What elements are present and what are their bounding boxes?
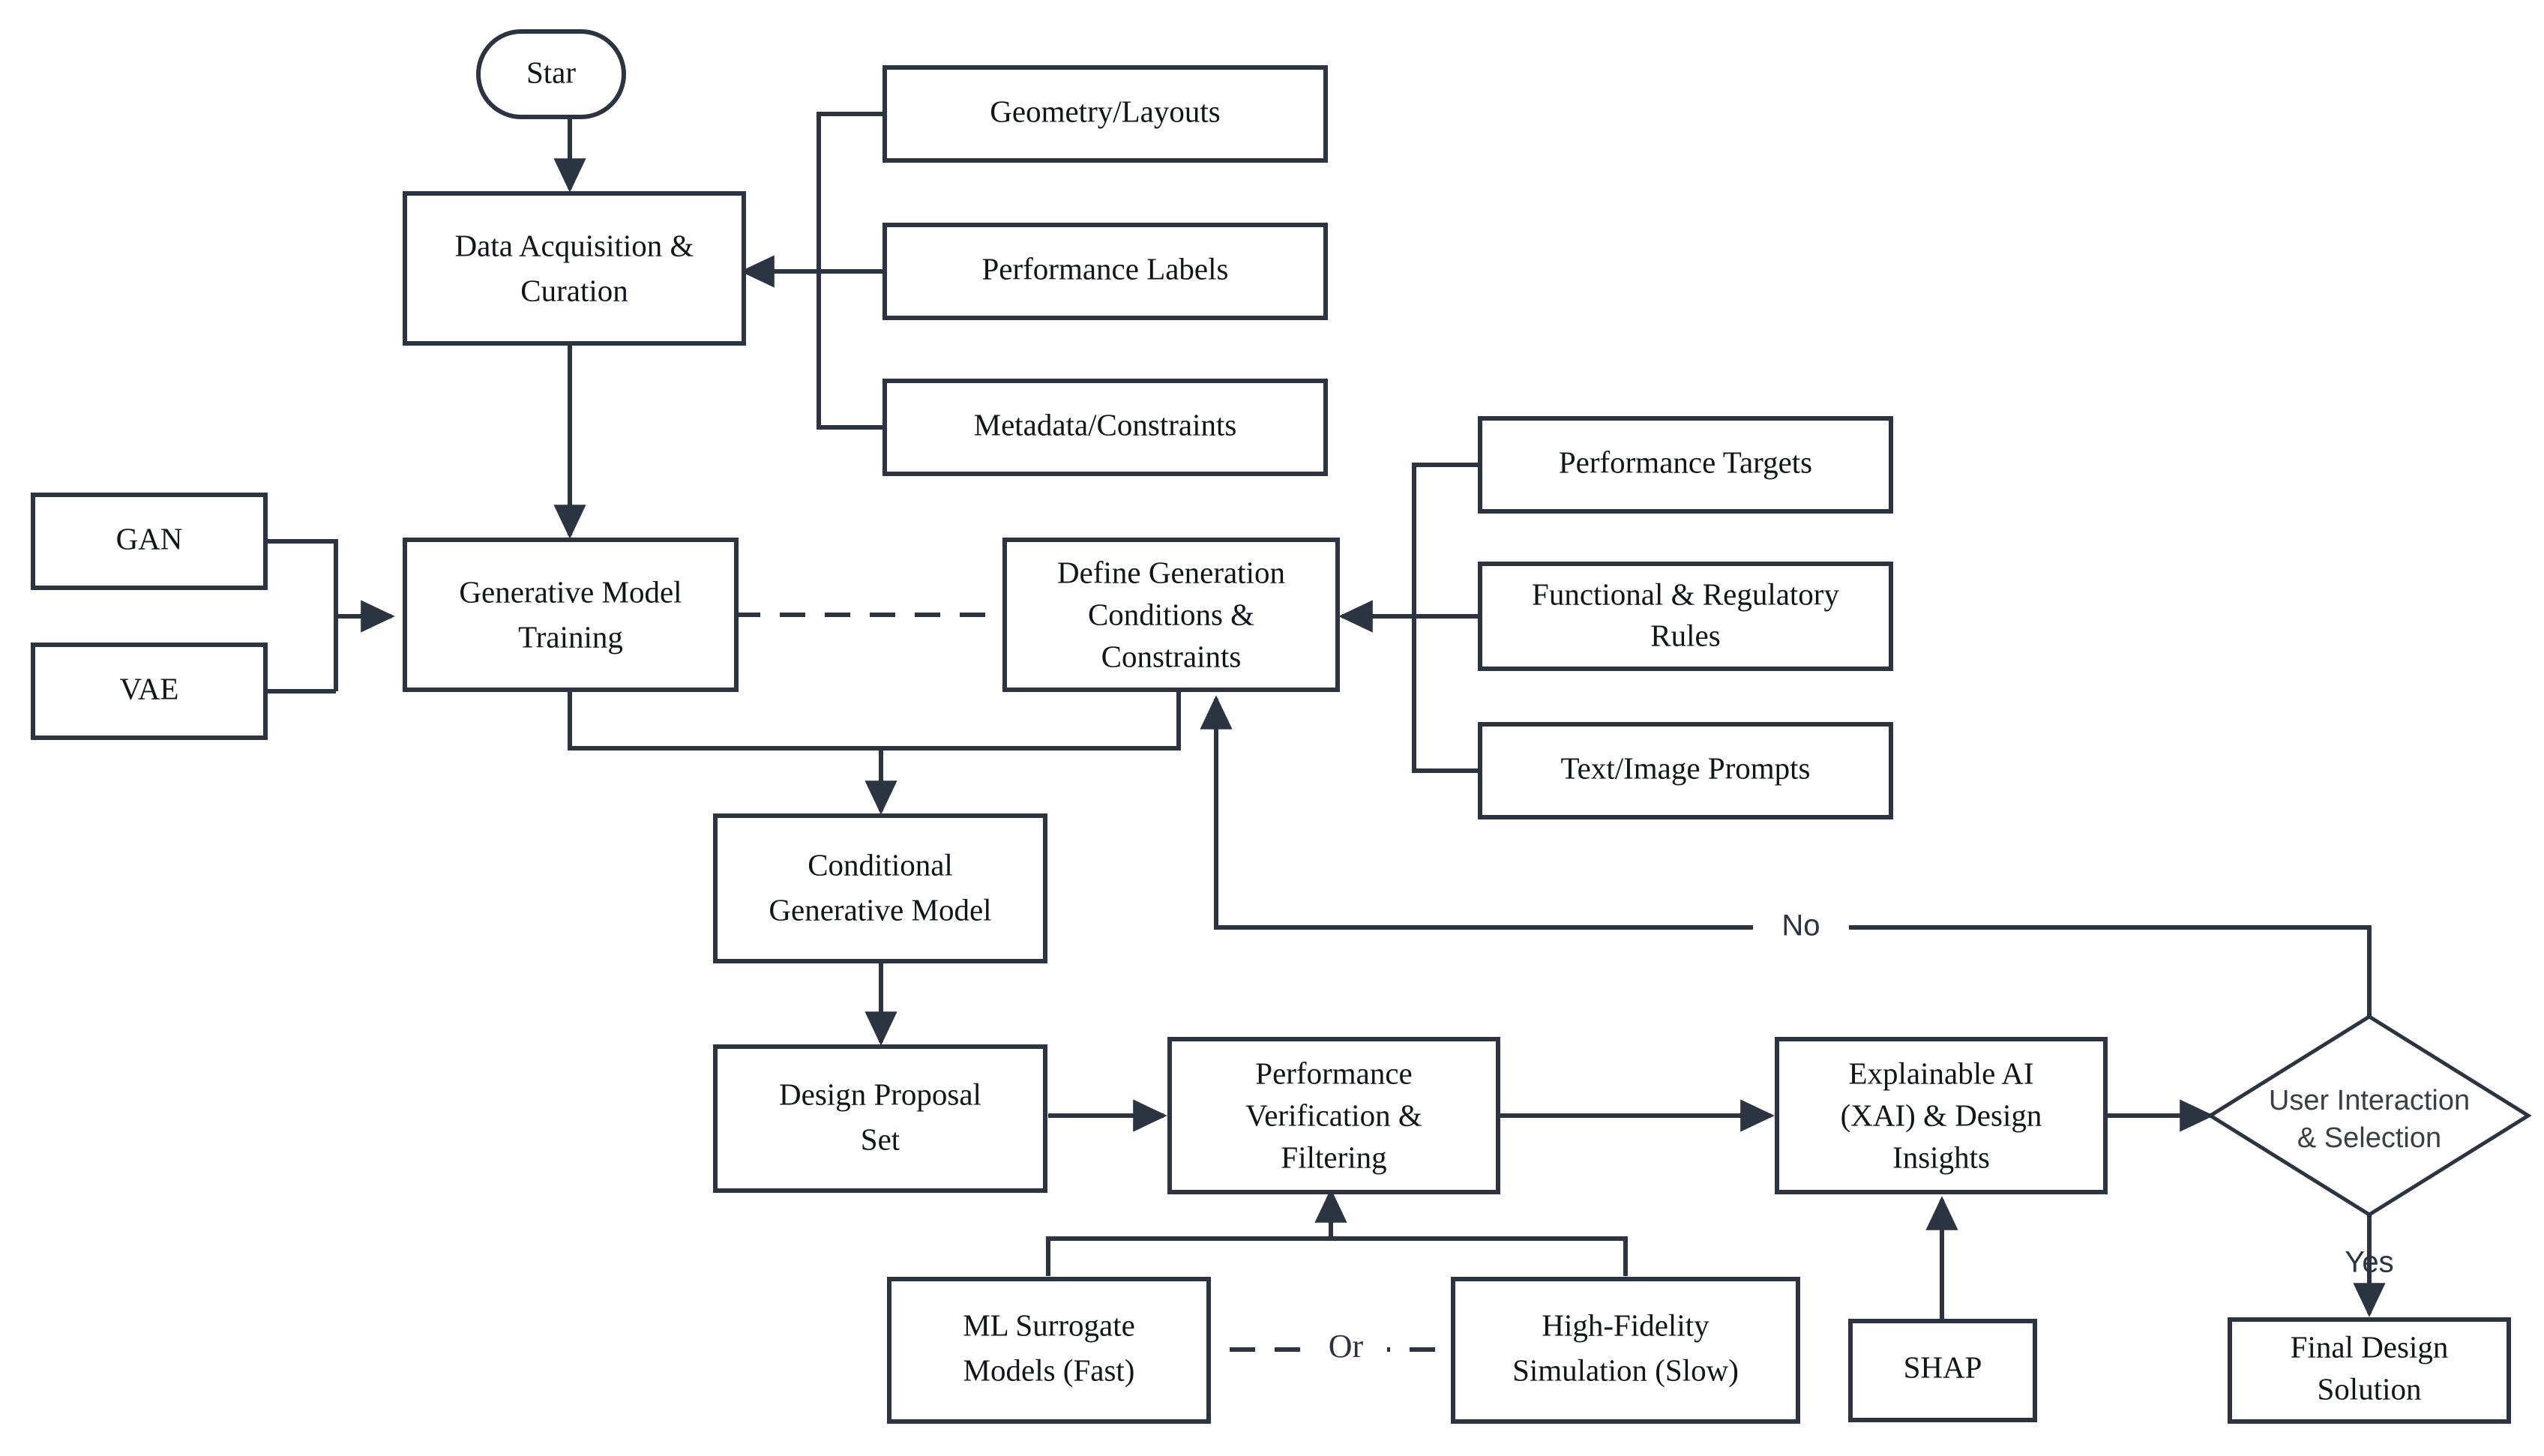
vae-label: VAE	[120, 671, 179, 706]
define-conditions-label-line1: Define Generation	[1057, 555, 1285, 589]
functional-rules-label-line1: Functional & Regulatory	[1532, 577, 1839, 611]
node-generative-model-training[interactable]: Generative Model Training	[403, 538, 739, 692]
explainable-ai-label-line3: Insights	[1892, 1140, 1990, 1174]
user-interaction-label-line2: & Selection	[2297, 1122, 2441, 1154]
text-image-prompts-shape[interactable]	[1478, 722, 1893, 819]
performance-targets-shape[interactable]	[1478, 416, 1893, 514]
node-design-proposal-set[interactable]: Design Proposal Set	[713, 1044, 1047, 1193]
edge-simulation-trunk	[1046, 1236, 1628, 1276]
gan-label: GAN	[116, 521, 183, 556]
node-performance-labels[interactable]: Performance Labels	[882, 223, 1328, 320]
node-text-image-prompts[interactable]: Text/Image Prompts	[1478, 722, 1893, 819]
performance-verification-label-line2: Verification &	[1245, 1098, 1422, 1132]
node-metadata-constraints[interactable]: Metadata/Constraints	[882, 379, 1328, 476]
performance-verification-label-line1: Performance	[1255, 1056, 1412, 1090]
generative-model-training-label-line2: Training	[518, 619, 623, 654]
high-fidelity-simulation-label-line1: High-Fidelity	[1542, 1308, 1709, 1342]
performance-verification-shape[interactable]	[1167, 1037, 1500, 1194]
data-acquisition-label-line1: Data Acquisition &	[455, 228, 694, 262]
edge-geometry-trunk	[817, 112, 885, 271]
node-ml-surrogate[interactable]: ML Surrogate Models (Fast)	[887, 1277, 1211, 1424]
vae-shape[interactable]	[31, 643, 268, 740]
define-conditions-label-line2: Conditions &	[1088, 597, 1254, 631]
conditional-generative-model-label-line1: Conditional	[808, 847, 953, 882]
start-shape[interactable]	[476, 29, 626, 119]
node-functional-rules[interactable]: Functional & Regulatory Rules	[1478, 562, 1893, 671]
design-proposal-set-label-line1: Design Proposal	[779, 1077, 981, 1111]
node-user-interaction[interactable]: User Interaction & Selection	[2207, 1014, 2532, 1217]
gan-shape[interactable]	[31, 493, 268, 590]
or-label-backdrop	[1305, 1326, 1387, 1374]
node-define-conditions[interactable]: Define Generation Conditions & Constrain…	[1002, 538, 1340, 692]
performance-labels-label: Performance Labels	[982, 251, 1229, 286]
define-conditions-label-line3: Constraints	[1101, 639, 1242, 673]
node-explainable-ai[interactable]: Explainable AI (XAI) & Design Insights	[1775, 1037, 2108, 1194]
edge-label-no: No	[1781, 909, 1820, 942]
generative-model-training-label-line1: Generative Model	[459, 574, 682, 609]
user-interaction-shape[interactable]	[2207, 1014, 2532, 1217]
node-geometry-layouts[interactable]: Geometry/Layouts	[882, 65, 1328, 163]
geometry-layouts-label: Geometry/Layouts	[990, 94, 1220, 128]
edge-label-layer: No Yes Or	[1329, 909, 2394, 1365]
node-high-fidelity-simulation[interactable]: High-Fidelity Simulation (Slow)	[1451, 1277, 1800, 1424]
conditional-generative-model-shape[interactable]	[713, 813, 1047, 963]
metadata-constraints-label: Metadata/Constraints	[974, 407, 1237, 442]
node-gan[interactable]: GAN	[31, 493, 268, 590]
ml-surrogate-label-line2: Models (Fast)	[963, 1353, 1135, 1387]
edge-text-prompts-trunk	[1412, 616, 1480, 773]
final-design-solution-label-line2: Solution	[2318, 1371, 2422, 1406]
conditional-generative-model-label-line2: Generative Model	[769, 892, 991, 927]
define-conditions-shape[interactable]	[1002, 538, 1340, 692]
edge-label-or: Or	[1329, 1328, 1364, 1365]
high-fidelity-simulation-label-line2: Simulation (Slow)	[1512, 1353, 1739, 1387]
explainable-ai-label-line2: (XAI) & Design	[1841, 1098, 2042, 1132]
node-vae[interactable]: VAE	[31, 643, 268, 740]
node-performance-targets[interactable]: Performance Targets	[1478, 416, 1893, 514]
edge-merge-to-conditional-model	[568, 688, 1181, 750]
performance-labels-shape[interactable]	[882, 223, 1328, 320]
node-shap[interactable]: SHAP	[1848, 1319, 2037, 1422]
edge-label-yes: Yes	[2345, 1246, 2393, 1279]
high-fidelity-simulation-shape[interactable]	[1451, 1277, 1800, 1424]
shap-label: SHAP	[1904, 1350, 1982, 1384]
user-interaction-label-line1: User Interaction	[2269, 1085, 2470, 1116]
edge-metadata-trunk	[817, 271, 885, 430]
shap-shape[interactable]	[1848, 1319, 2037, 1422]
design-proposal-set-shape[interactable]	[713, 1044, 1047, 1193]
start-label: Star	[526, 55, 576, 89]
text-image-prompts-label: Text/Image Prompts	[1560, 750, 1810, 785]
node-data-acquisition[interactable]: Data Acquisition & Curation	[403, 191, 746, 346]
explainable-ai-shape[interactable]	[1775, 1037, 2108, 1194]
performance-targets-label: Performance Targets	[1559, 445, 1812, 479]
edge-layer	[264, 112, 2386, 1374]
data-acquisition-shape[interactable]	[403, 191, 746, 346]
edge-gan-trunk	[264, 539, 338, 691]
generative-model-training-shape[interactable]	[403, 538, 739, 692]
node-conditional-generative-model[interactable]: Conditional Generative Model	[713, 813, 1047, 963]
node-start[interactable]: Star	[476, 29, 626, 119]
ml-surrogate-label-line1: ML Surrogate	[963, 1308, 1135, 1342]
ml-surrogate-shape[interactable]	[887, 1277, 1211, 1424]
final-design-solution-shape[interactable]	[2228, 1317, 2511, 1424]
performance-verification-label-line3: Filtering	[1281, 1140, 1386, 1174]
explainable-ai-label-line1: Explainable AI	[1848, 1056, 2033, 1090]
node-performance-verification[interactable]: Performance Verification & Filtering	[1167, 1037, 1500, 1194]
data-acquisition-label-line2: Curation	[520, 273, 628, 307]
metadata-constraints-shape[interactable]	[882, 379, 1328, 476]
final-design-solution-label-line1: Final Design	[2291, 1329, 2449, 1364]
functional-rules-shape[interactable]	[1478, 562, 1893, 671]
functional-rules-label-line2: Rules	[1650, 618, 1720, 652]
node-final-design-solution[interactable]: Final Design Solution	[2228, 1317, 2511, 1424]
geometry-layouts-shape[interactable]	[882, 65, 1328, 163]
design-proposal-set-label-line2: Set	[861, 1122, 900, 1156]
no-label-backdrop	[1753, 903, 1849, 951]
edge-performance-targets-trunk	[1412, 463, 1480, 616]
